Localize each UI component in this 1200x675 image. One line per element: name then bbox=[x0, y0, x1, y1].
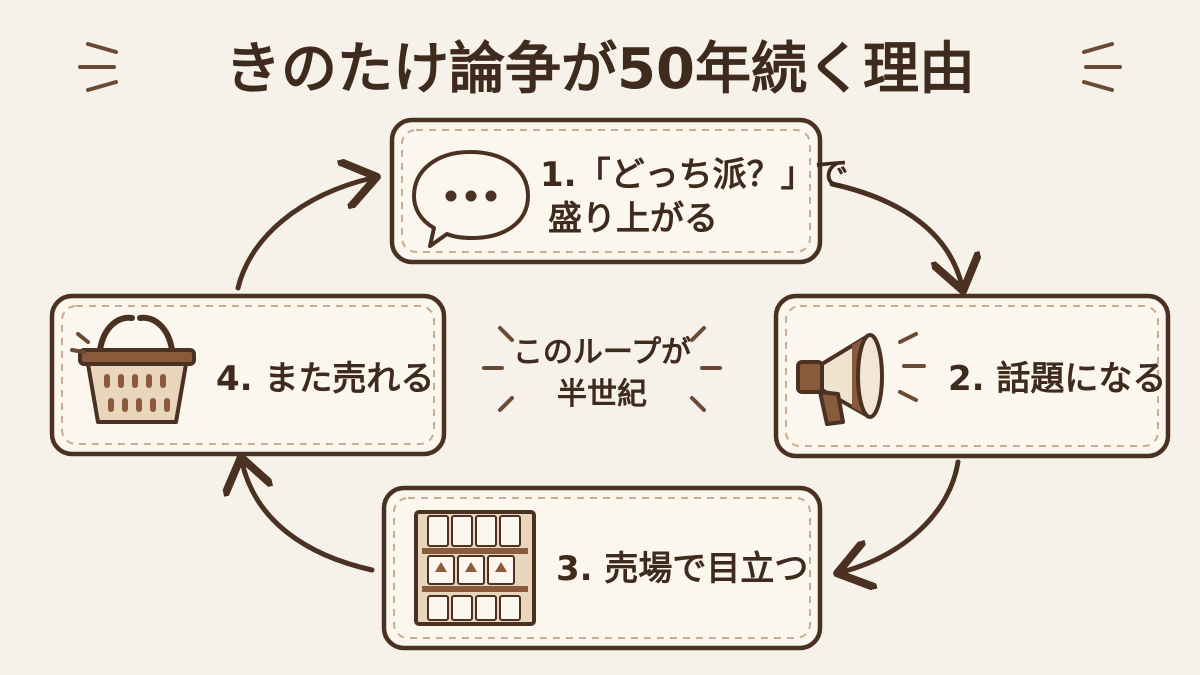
step-3-label: 3. 売場で目立つ bbox=[556, 549, 808, 589]
step-4-label: 4. また売れる bbox=[216, 359, 434, 399]
shopping-basket-icon bbox=[70, 314, 196, 424]
page-title: きのたけ論争が50年続く理由 bbox=[225, 37, 975, 102]
speech-bubble-icon bbox=[412, 150, 530, 248]
step-box-1: 1.「どっち派？」で 盛り上がる bbox=[389, 117, 849, 265]
step-box-2: 2. 話題になる bbox=[773, 293, 1171, 459]
title-right-dashes bbox=[1082, 42, 1122, 92]
title-left-dashes bbox=[78, 42, 118, 92]
step-1-label-line2: 盛り上がる bbox=[548, 199, 718, 239]
arrow-step3-to-step4 bbox=[242, 462, 375, 573]
center-burst-right bbox=[690, 326, 722, 412]
arrow-step1-to-step2 bbox=[829, 181, 962, 286]
step-box-4: 4. また売れる bbox=[49, 293, 447, 457]
step-1-label-line1: 1.「どっち派？」で bbox=[540, 155, 849, 195]
arrow-step2-to-step3 bbox=[842, 459, 961, 572]
title-group: きのたけ論争が50年続く理由 bbox=[78, 37, 1122, 102]
center-label-group: このループが 半世紀 bbox=[482, 326, 722, 412]
step-2-label: 2. 話題になる bbox=[948, 359, 1166, 399]
megaphone-icon bbox=[796, 332, 926, 426]
step-box-3: 3. 売場で目立つ bbox=[381, 485, 823, 651]
center-burst-left bbox=[482, 326, 514, 412]
arrow-step4-to-step1 bbox=[235, 178, 372, 291]
cycle-arrows bbox=[238, 178, 962, 572]
store-shelf-icon bbox=[414, 510, 536, 626]
center-label-line2: 半世紀 bbox=[557, 377, 647, 412]
center-label-line1: このループが bbox=[513, 335, 691, 370]
